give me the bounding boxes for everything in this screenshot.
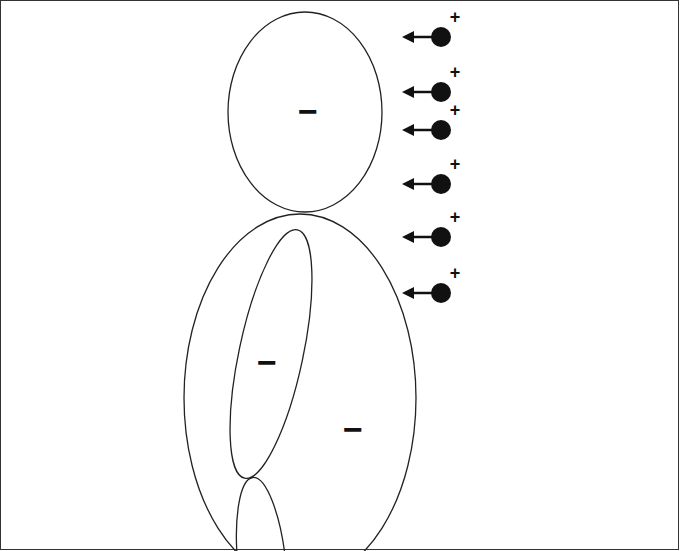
arrow-head	[402, 124, 414, 136]
charge-sign: +	[450, 101, 461, 119]
ion-dot	[431, 27, 451, 47]
positive-ions	[402, 27, 451, 303]
charge-sign: −	[343, 412, 363, 446]
ion-dot	[431, 174, 451, 194]
ion-dot	[431, 120, 451, 140]
body-outline: −−	[183, 213, 417, 551]
charge-sign: +	[450, 63, 461, 81]
ion-dot	[431, 82, 451, 102]
charge-sign: +	[450, 208, 461, 226]
charge-sign: +	[450, 155, 461, 173]
ion-dot	[431, 227, 451, 247]
ion-dot	[431, 283, 451, 303]
arrow-head	[402, 31, 414, 43]
arrow-head	[402, 178, 414, 190]
head-outline: −	[227, 11, 383, 213]
charge-sign: +	[450, 8, 461, 26]
charge-sign: −	[298, 94, 318, 128]
charge-sign: +	[450, 264, 461, 282]
arrow-head	[402, 287, 414, 299]
arrow-head	[402, 86, 414, 98]
arm-outline: −	[228, 224, 314, 484]
leg-outline	[229, 475, 295, 551]
outline	[183, 213, 417, 551]
charge-sign: −	[257, 345, 277, 379]
arrow-head	[402, 231, 414, 243]
